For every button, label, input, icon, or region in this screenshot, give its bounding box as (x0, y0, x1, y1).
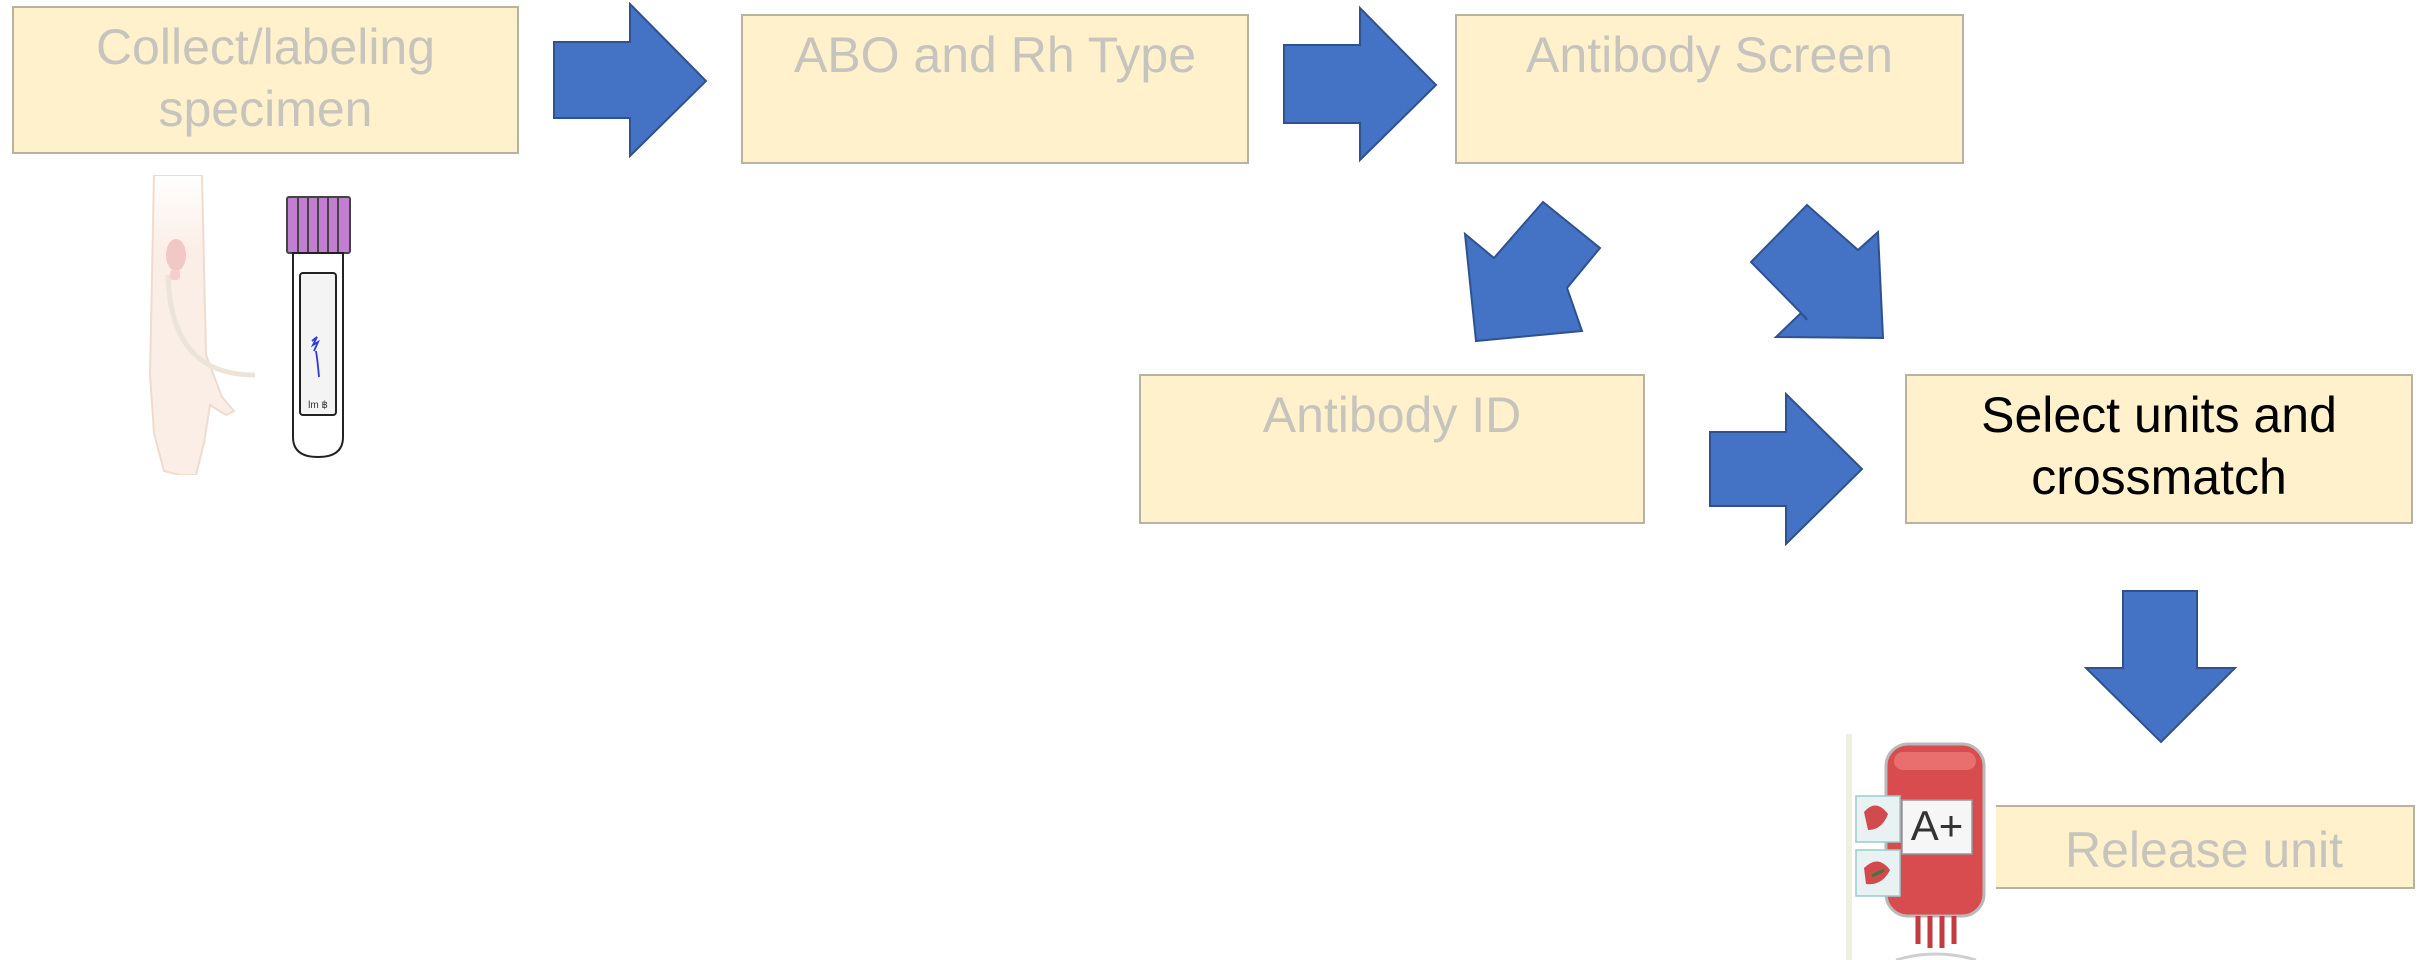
arm-iv-illustration (148, 175, 256, 475)
step-select-units-label-line1: Select units and (1981, 387, 2337, 443)
arrow-screen-to-select (1749, 203, 1885, 340)
step-collect-label-line1: Collect/labeling (95, 19, 436, 75)
blood-bag-type-label: A+ (1911, 802, 1964, 849)
step-release-unit: Release unit (1993, 805, 2415, 889)
step-abo-rh-type: ABO and Rh Type (741, 14, 1249, 164)
arrow-collect-to-abo (553, 1, 708, 159)
arrow-select-to-release (2083, 590, 2238, 744)
arrow-abo-to-screen (1283, 5, 1438, 163)
step-antibody-id: Antibody ID (1139, 374, 1645, 524)
step-release-unit-label: Release unit (2065, 822, 2343, 878)
blood-tube-illustration: lm ฿ (286, 196, 351, 459)
tube-label-text: lm ฿ (308, 400, 328, 411)
step-antibody-screen-label: Antibody Screen (1526, 27, 1893, 83)
step-abo-rh-label: ABO and Rh Type (793, 27, 1197, 83)
step-select-units-label-line2: crossmatch (2031, 449, 2287, 505)
step-select-units-crossmatch: Select units and crossmatch (1905, 374, 2413, 524)
step-antibody-screen: Antibody Screen (1455, 14, 1964, 164)
arrow-screen-to-id (1463, 200, 1602, 343)
arrow-id-to-select (1709, 391, 1864, 547)
step-antibody-id-label: Antibody ID (1262, 387, 1522, 443)
step-collect-labeling: Collect/labeling specimen (12, 6, 519, 154)
blood-bag-illustration: A+ (1846, 734, 1996, 960)
step-collect-label-line2: specimen (158, 81, 373, 137)
